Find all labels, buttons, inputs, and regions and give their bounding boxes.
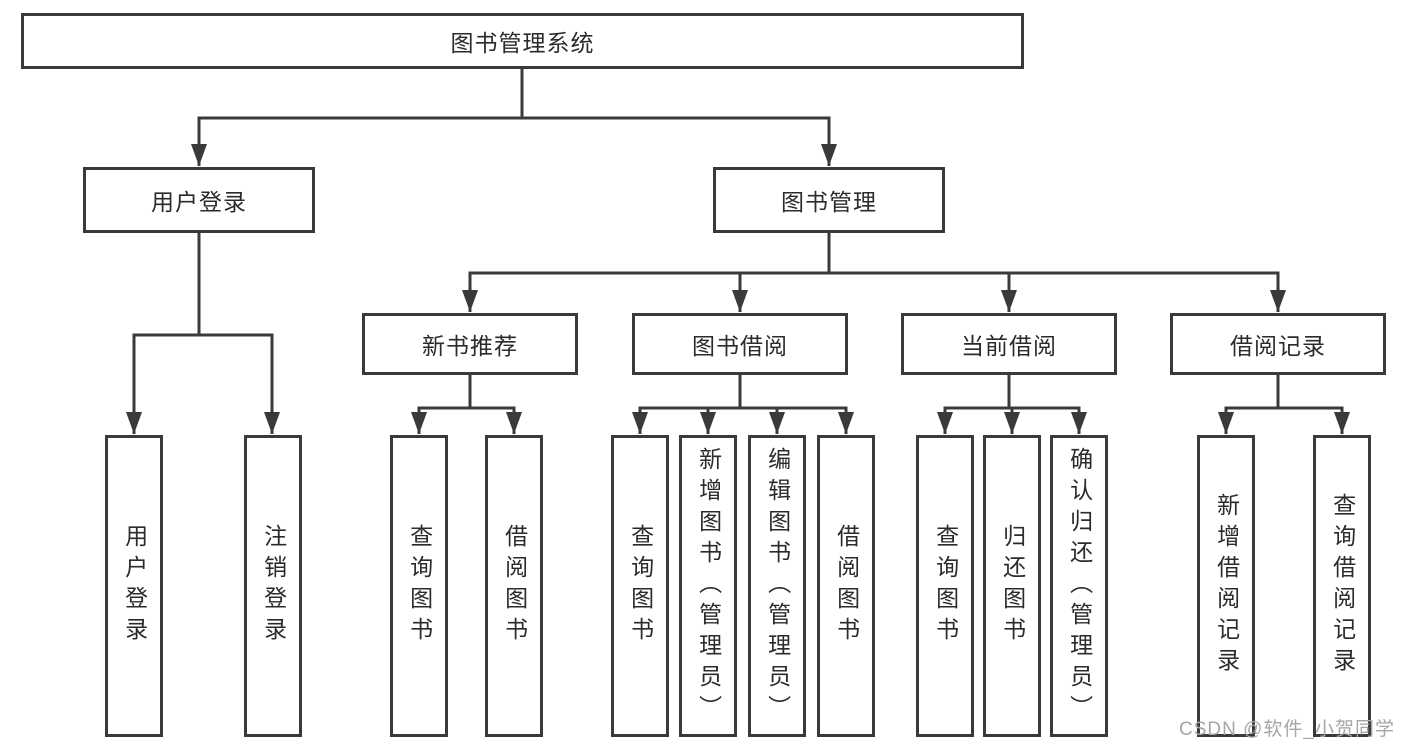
node-label: 当前借阅 [961,333,1057,359]
node-borrow-records: 借阅记录 [1170,313,1386,375]
node-label: 新增借阅记录 [1213,493,1240,679]
node-label: 借阅图书 [501,524,528,648]
node-label: 新增图书（管理员） [695,446,722,726]
connector-group-recommend [411,373,522,434]
node-label: 新书推荐 [422,333,518,359]
node-label: 图书借阅 [692,333,788,359]
leaf-user-login: 用户登录 [105,435,163,737]
node-label: 查询借阅记录 [1329,493,1356,679]
node-label: 借阅图书 [833,524,860,648]
leaf-logout: 注销登录 [244,435,302,737]
node-label: 查询图书 [406,524,433,648]
leaf-query-borrow-record: 查询借阅记录 [1313,435,1371,737]
connector-group-user [126,230,280,434]
connector-group-root [191,66,837,166]
node-label: 图书管理系统 [450,30,595,56]
connector-group-borrow [632,373,854,434]
node-label: 注销登录 [260,524,287,648]
node-book-borrow: 图书借阅 [632,313,848,375]
leaf-confirm-return-admin: 确认归还（管理员） [1050,435,1108,737]
node-label: 用户登录 [121,524,148,648]
node-label: 用户登录 [151,189,247,215]
node-current-borrow: 当前借阅 [901,313,1117,375]
node-label: 归还图书 [999,524,1026,648]
node-label: 编辑图书（管理员） [764,446,791,726]
connector-group-records [1218,373,1350,434]
leaf-return-books: 归还图书 [983,435,1041,737]
leaf-borrow-books-recommend: 借阅图书 [485,435,543,737]
node-label: 查询图书 [932,524,959,648]
leaf-edit-books-admin: 编辑图书（管理员） [748,435,806,737]
csdn-watermark: CSDN @软件_小贺同学 [1179,719,1395,740]
node-label: 图书管理 [781,189,877,215]
leaf-add-borrow-record: 新增借阅记录 [1197,435,1255,737]
connector-group-mgmt [462,230,1286,312]
node-label: 借阅记录 [1230,333,1326,359]
leaf-query-books-current: 查询图书 [916,435,974,737]
node-label: 确认归还（管理员） [1066,446,1093,726]
node-library-management-system: 图书管理系统 [21,13,1024,69]
node-user-login: 用户登录 [83,167,315,233]
node-book-management: 图书管理 [713,167,945,233]
leaf-borrow-books: 借阅图书 [817,435,875,737]
leaf-query-books-borrow: 查询图书 [611,435,669,737]
connector-group-current [937,373,1087,434]
node-new-book-recommend: 新书推荐 [362,313,578,375]
node-label: 查询图书 [627,524,654,648]
leaf-query-books-recommend: 查询图书 [390,435,448,737]
leaf-add-books-admin: 新增图书（管理员） [679,435,737,737]
